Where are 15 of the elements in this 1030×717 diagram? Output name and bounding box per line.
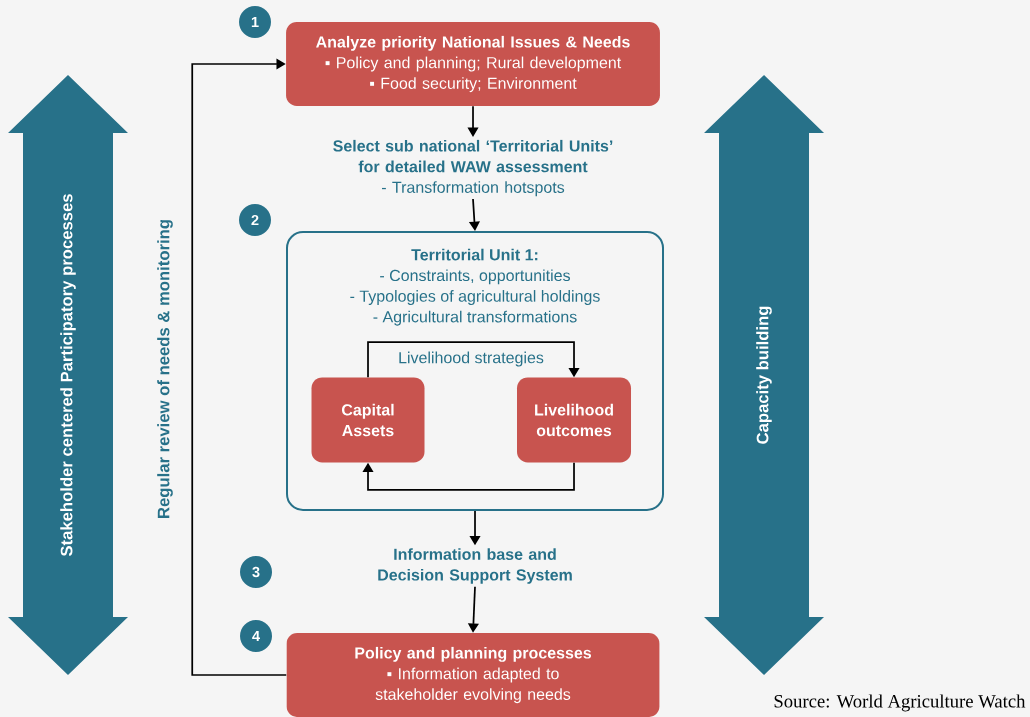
step-text: Select sub national ‘Territorial Units’ for detailed WAW assessment - Transformation hotspots [333,139,613,197]
step-number: 1 [239,6,271,38]
arrow [362,461,575,491]
step-number: 4 [240,620,272,652]
step-text: Information base and Decision Support System [378,548,572,584]
arrow [191,58,288,676]
process-box: Policy and planning processes ▪ Information adapted to stakeholder evolving needs [286,633,660,717]
arrow [367,341,580,379]
step-number: 2 [239,204,271,236]
source-note: Source: World Agriculture Watch [774,694,1026,712]
edge-label: Livelihood strategies [396,350,546,368]
process-box: Capital Assets [311,377,425,463]
process-box: Analyze priority National Issues & Needs ▪ Policy and planning; Rural development ▪ Food security; Environment [286,22,660,106]
process-box: Livelihood outcomes [517,377,631,463]
step-number: 3 [240,556,272,588]
